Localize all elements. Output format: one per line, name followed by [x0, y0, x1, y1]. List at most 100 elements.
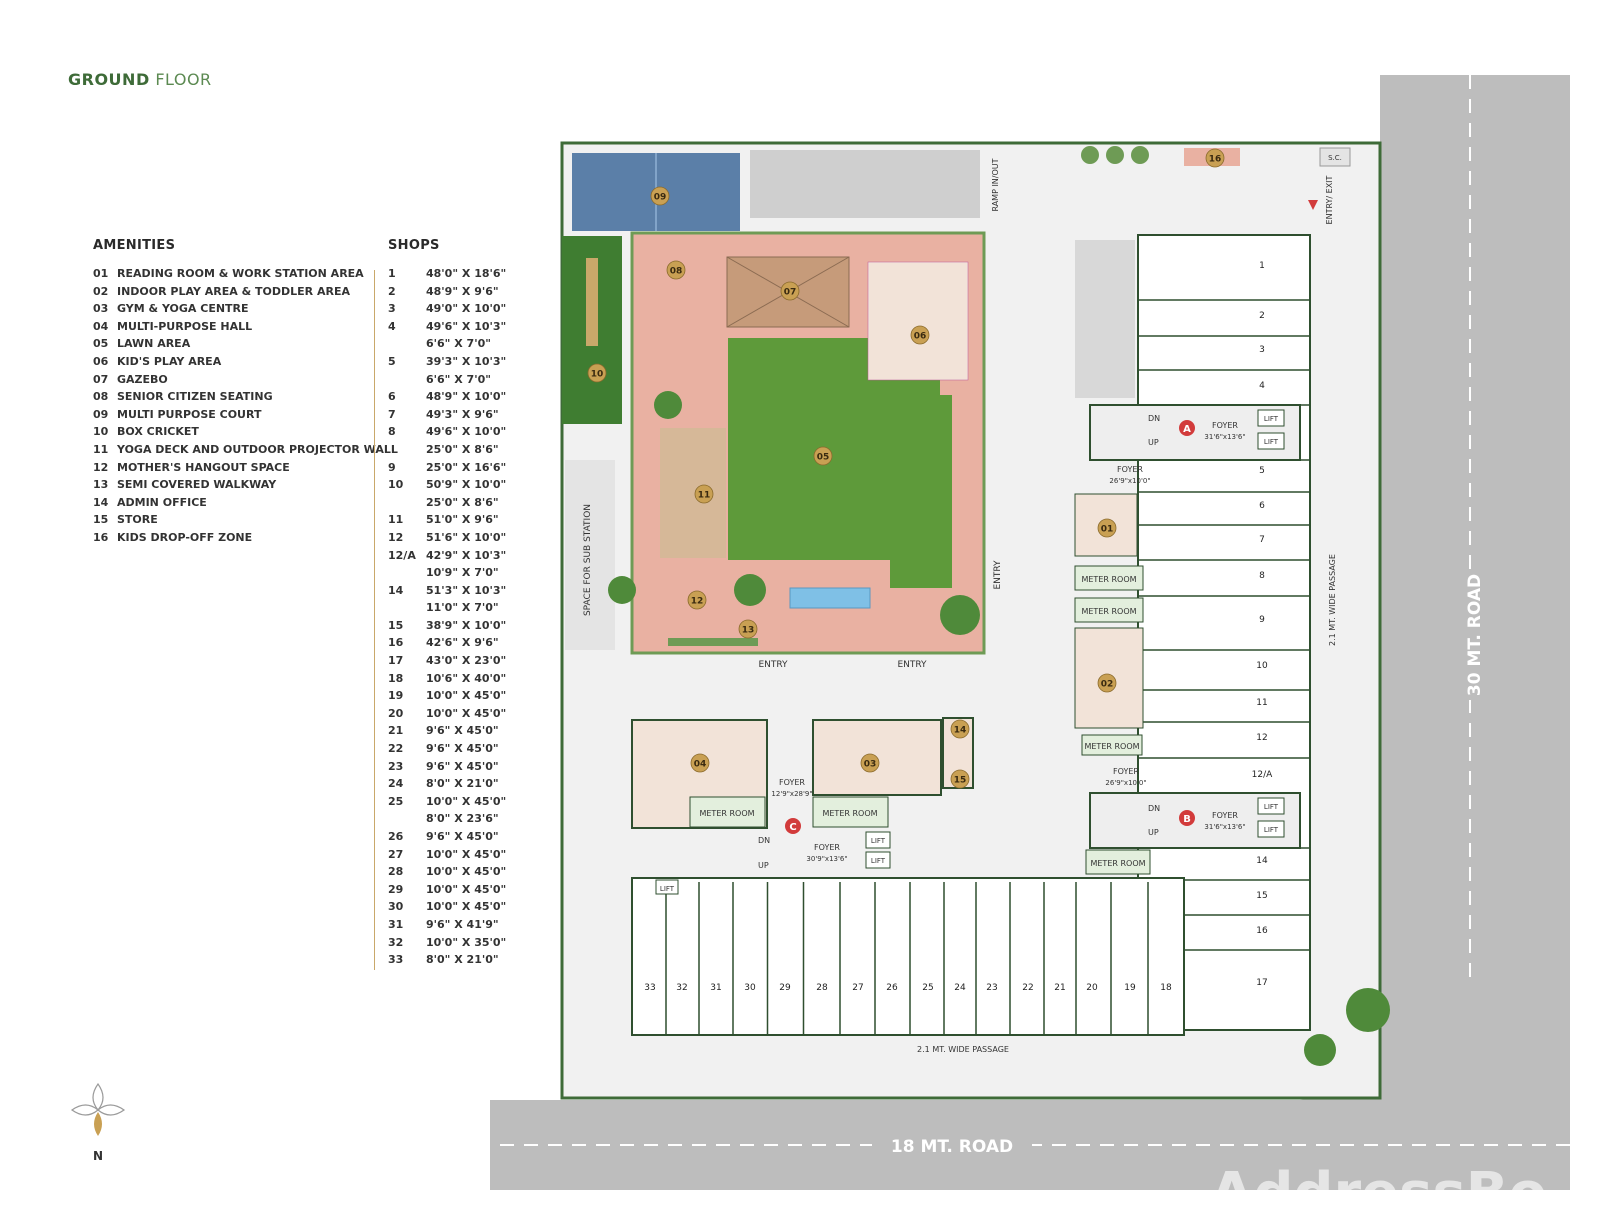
- shop-number: 9: [388, 460, 396, 474]
- shop-dimension: 10'0" X 45'0": [426, 900, 507, 914]
- meter-room-e4: [1085, 849, 1151, 875]
- amenity-marker-number: 06: [914, 332, 927, 342]
- amenity-label: SEMI COVERED WALKWAY: [117, 478, 277, 492]
- foyer-label: FOYER: [814, 843, 840, 852]
- shop-dimension: 49'6" X 10'0": [426, 425, 507, 439]
- stair-up: UP: [758, 861, 769, 870]
- shop-number: 32: [388, 935, 404, 949]
- east-shop-number: 8: [1259, 571, 1265, 581]
- tree: [1131, 146, 1149, 164]
- entry-label-3: ENTRY: [993, 560, 1003, 590]
- south-passage-label: 2.1 MT. WIDE PASSAGE: [917, 1045, 1009, 1054]
- ramp-label: RAMP IN/OUT: [991, 158, 1000, 211]
- shop-number: 25: [388, 794, 404, 808]
- shop-dimension: 11'0" X 7'0": [426, 601, 499, 615]
- amenity-marker-number: 07: [784, 288, 797, 298]
- lift: [655, 879, 679, 895]
- shop-number: 16: [388, 636, 404, 650]
- shop-dimension: 49'3" X 9'6": [426, 407, 499, 421]
- shop-number: 12: [388, 530, 404, 544]
- amenity-marker-number: 10: [591, 370, 604, 380]
- planter: [668, 638, 758, 646]
- east-shop-number: 6: [1259, 501, 1265, 511]
- east-shop-number: 10: [1256, 661, 1268, 671]
- shop-dimension: 25'0" X 8'6": [426, 495, 499, 509]
- tree: [1081, 146, 1099, 164]
- amenity-label: GYM & YOGA CENTRE: [117, 302, 249, 316]
- amenity-item: 15 STORE: [93, 511, 398, 529]
- foyer-dim: 12'9"x28'9": [771, 790, 812, 798]
- tree: [654, 391, 682, 419]
- amenity-marker-number: 02: [1101, 680, 1114, 690]
- shop-dimension: 42'6" X 9'6": [426, 636, 499, 650]
- east-shop-number: 3: [1259, 345, 1265, 355]
- shop-item: 25'0" X 8'6": [388, 494, 516, 512]
- amenity-number: 16: [93, 530, 109, 544]
- east-road-label: 30 MT. ROAD: [1465, 574, 1485, 696]
- meter-room-label: METER ROOM: [1081, 607, 1136, 616]
- amenities-heading: AMENITIES: [93, 238, 176, 253]
- amenity-number: 08: [93, 390, 109, 404]
- amenity-label: MOTHER'S HANGOUT SPACE: [117, 460, 290, 474]
- north-pointer-icon: [94, 1112, 102, 1136]
- amenity-marker: [1097, 518, 1117, 538]
- stair-dn: DN: [1148, 804, 1160, 813]
- south-shop-number: 29: [779, 983, 791, 993]
- foyer-dim: 30'9"x13'6": [806, 855, 847, 863]
- stair-up: UP: [1148, 438, 1159, 447]
- shop-dimension: 39'3" X 10'3": [426, 354, 507, 368]
- shop-number: 2: [388, 284, 396, 298]
- amenity-marker-number: 14: [954, 726, 967, 736]
- shop-dimension: 10'0" X 45'0": [426, 865, 507, 879]
- amenity-label: KID'S PLAY AREA: [117, 354, 222, 368]
- amenity-label: MULTI PURPOSE COURT: [117, 407, 262, 421]
- amenity-marker-number: 04: [694, 760, 707, 770]
- shop-item: 10'9" X 7'0": [388, 564, 516, 582]
- meter-room-e1: [1074, 565, 1144, 591]
- parking-area: [1075, 240, 1135, 398]
- amenity-marker-number: 01: [1101, 525, 1114, 535]
- shop-dimension: 9'6" X 45'0": [426, 742, 499, 756]
- entry-arrow-icon: [1308, 200, 1318, 210]
- foyer-label: FOYER: [1117, 465, 1143, 474]
- amenity-number: 15: [93, 513, 109, 527]
- block-b-letter: B: [1183, 814, 1191, 825]
- lawn-area: [728, 338, 952, 588]
- compass-petal: [97, 1104, 126, 1116]
- block-c-marker: [785, 818, 801, 834]
- amenity-label: STORE: [117, 513, 158, 527]
- shop-number: 24: [388, 777, 404, 791]
- meter-room-label: METER ROOM: [822, 809, 877, 818]
- south-shop-number: 27: [852, 983, 863, 993]
- stair-dn: DN: [758, 836, 770, 845]
- south-shop-number: 32: [676, 983, 687, 993]
- east-passage-label: 2.1 MT. WIDE PASSAGE: [1328, 554, 1337, 646]
- amenity-marker: [666, 260, 686, 280]
- shop-number: 19: [388, 689, 404, 703]
- east-shop-number: 17: [1256, 978, 1267, 988]
- stair-dn: DN: [1148, 414, 1160, 423]
- shop-number: 31: [388, 917, 404, 931]
- foyer-dim: 26'9"x10'0": [1105, 779, 1146, 787]
- amenity-marker: [813, 446, 833, 466]
- entry-label-1: ENTRY: [758, 660, 788, 670]
- south-road-label: 18 MT. ROAD: [891, 1137, 1013, 1157]
- shop-number: 7: [388, 407, 396, 421]
